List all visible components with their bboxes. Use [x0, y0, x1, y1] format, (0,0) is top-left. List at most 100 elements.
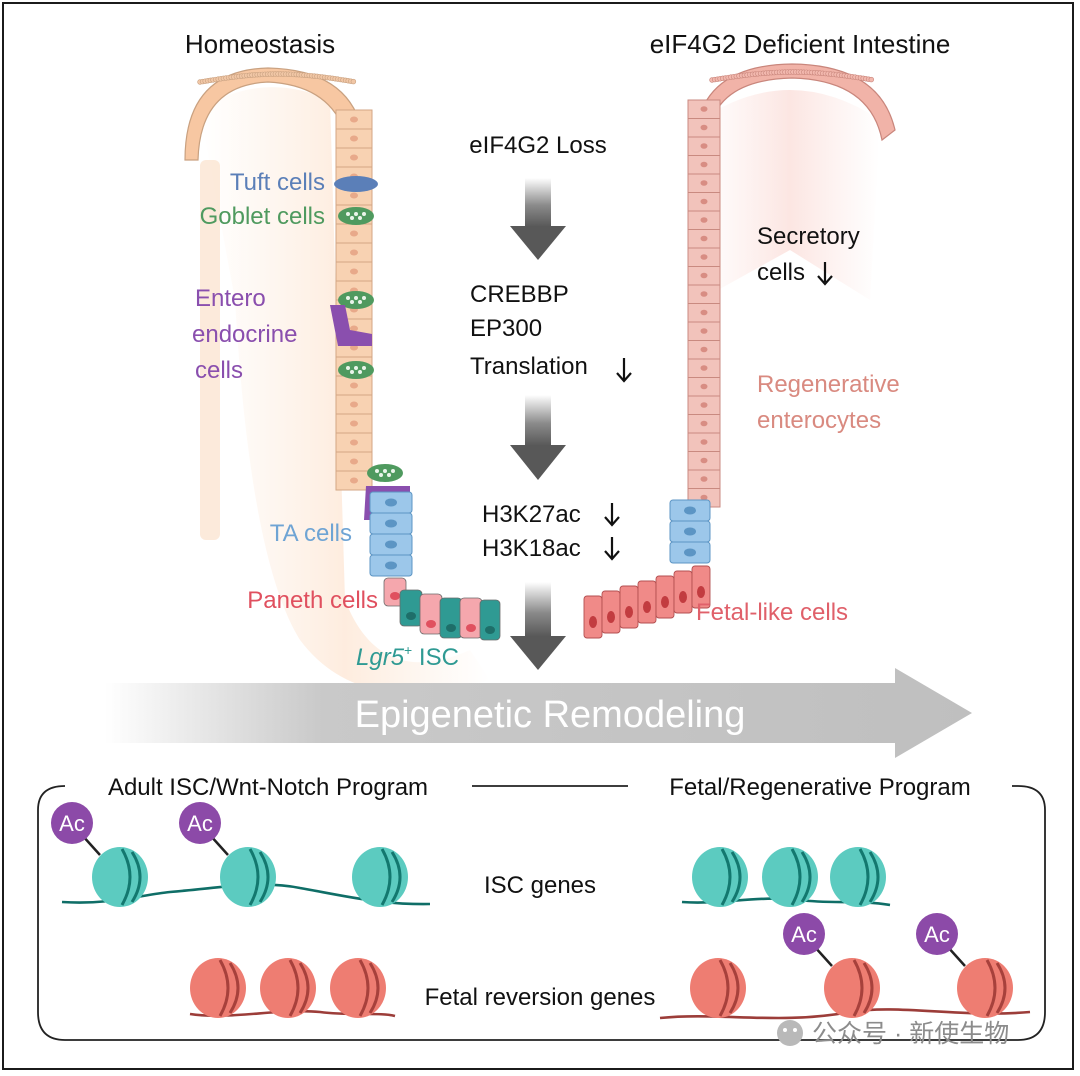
acetyl-mark: Ac — [783, 913, 833, 967]
pathway-arrow-2 — [510, 395, 566, 480]
label-fetal-like-cells: Fetal-like cells — [696, 599, 848, 626]
ta-cell — [369, 533, 413, 556]
nucleosome — [830, 847, 886, 907]
regenerative-enterocyte — [687, 155, 721, 175]
regenerative-enterocyte — [687, 395, 721, 415]
regenerative-enterocyte — [687, 136, 721, 156]
fetal-like-cell — [637, 580, 657, 624]
label-regenerative-1: Regenerative — [757, 371, 900, 398]
secretory-down-icon — [817, 262, 833, 286]
pathway-h3k27ac: H3K27ac — [482, 501, 581, 528]
fetal-like-cell — [673, 570, 693, 614]
goblet-cell — [338, 291, 374, 309]
watermark-text: 公众号 · 新使生物 — [812, 1020, 1009, 1048]
watermark: 公众号 · 新使生物 — [777, 1020, 1009, 1048]
ta-cell — [669, 499, 711, 522]
villus-cell — [335, 375, 373, 396]
label-lgr5-isc: Lgr5+ ISC — [356, 642, 459, 671]
fetal-program-title: Fetal/Regenerative Program — [669, 774, 970, 801]
label-paneth-cells: Paneth cells — [247, 587, 378, 614]
regenerative-enterocyte — [687, 303, 721, 323]
deficient-epithelium — [583, 63, 896, 639]
villus-cell — [335, 109, 373, 130]
tuft-cell — [334, 176, 378, 192]
goblet-cell — [367, 464, 403, 482]
nucleosome — [352, 847, 408, 907]
adult-program-title: Adult ISC/Wnt-Notch Program — [108, 774, 428, 801]
label-regenerative-2: enterocytes — [757, 407, 881, 434]
fetal-like-cell — [619, 585, 639, 629]
regenerative-enterocyte — [687, 377, 721, 397]
fetal-like-cell — [601, 590, 621, 634]
regenerative-enterocyte — [687, 210, 721, 230]
nucleosome — [690, 958, 746, 1018]
crypt-cell — [399, 589, 423, 627]
label-entero-1: Entero — [195, 285, 266, 312]
wechat-icon — [777, 1020, 803, 1046]
regenerative-enterocyte — [687, 414, 721, 434]
label-entero-3: cells — [195, 357, 243, 384]
regenerative-enterocyte — [687, 229, 721, 249]
homeostasis-title: Homeostasis — [185, 29, 335, 59]
villus-cell — [335, 147, 373, 168]
acetyl-mark: Ac — [916, 913, 966, 967]
fetal-like-cell — [655, 575, 675, 619]
regenerative-enterocyte — [687, 266, 721, 286]
acetyl-label: Ac — [59, 811, 85, 836]
nucleosome — [762, 847, 818, 907]
nucleosome: Ac — [179, 802, 276, 907]
regenerative-enterocyte — [687, 99, 721, 119]
label-secretory-2: cells — [757, 259, 805, 286]
ta-cell — [369, 491, 413, 514]
pathway-eif4g2-loss: eIF4G2 Loss — [469, 132, 606, 159]
villus-cell — [335, 470, 373, 491]
homeostasis-epithelium — [184, 67, 501, 694]
acetyl-label: Ac — [924, 922, 950, 947]
program-box — [37, 785, 1046, 1041]
banner-text: Epigenetic Remodeling — [355, 694, 746, 736]
regenerative-enterocyte — [687, 469, 721, 489]
crypt-cell — [479, 599, 501, 641]
ta-cell — [369, 512, 413, 535]
regenerative-enterocyte — [687, 321, 721, 341]
villus-cell — [335, 394, 373, 415]
regenerative-enterocyte — [687, 358, 721, 378]
villus-cell — [335, 223, 373, 244]
deficient-title: eIF4G2 Deficient Intestine — [650, 29, 951, 59]
epigenetic-remodeling-banner: Epigenetic Remodeling — [105, 668, 972, 758]
nucleosome: Ac — [916, 913, 1013, 1018]
regenerative-enterocyte — [687, 118, 721, 138]
nucleosome: Ac — [51, 802, 148, 907]
crypt-cell — [419, 593, 443, 635]
villus-cell — [335, 413, 373, 434]
enteroendocrine-cell — [330, 305, 372, 346]
crypt-cell — [459, 597, 483, 639]
fetal-reversion-genes-label: Fetal reversion genes — [425, 984, 656, 1011]
villus-cell — [335, 432, 373, 453]
lgr5-superscript: + — [404, 642, 412, 658]
pathway-arrow-3 — [510, 582, 566, 670]
isc-suffix: ISC — [412, 644, 459, 671]
h3k27ac-down-icon — [604, 503, 620, 527]
villus-cell — [335, 261, 373, 282]
nucleosome: Ac — [783, 913, 880, 1018]
regenerative-enterocyte — [687, 247, 721, 267]
acetyl-label: Ac — [791, 922, 817, 947]
regenerative-enterocyte — [687, 173, 721, 193]
ta-cell — [669, 520, 711, 543]
regenerative-enterocyte — [687, 284, 721, 304]
goblet-cell — [338, 207, 374, 225]
acetyl-mark: Ac — [179, 802, 229, 856]
regenerative-enterocyte — [687, 192, 721, 212]
lgr5-gene: Lgr5 — [356, 644, 405, 671]
crypt-cell — [439, 597, 463, 639]
pathway-translation: Translation — [470, 353, 588, 380]
fetal-like-cell — [691, 565, 711, 609]
villus-cell — [335, 128, 373, 149]
nucleosome — [330, 958, 386, 1018]
fetal-like-cell — [583, 595, 603, 639]
pathway-arrow-1 — [510, 178, 566, 260]
regenerative-enterocyte — [687, 451, 721, 471]
nucleosome — [260, 958, 316, 1018]
